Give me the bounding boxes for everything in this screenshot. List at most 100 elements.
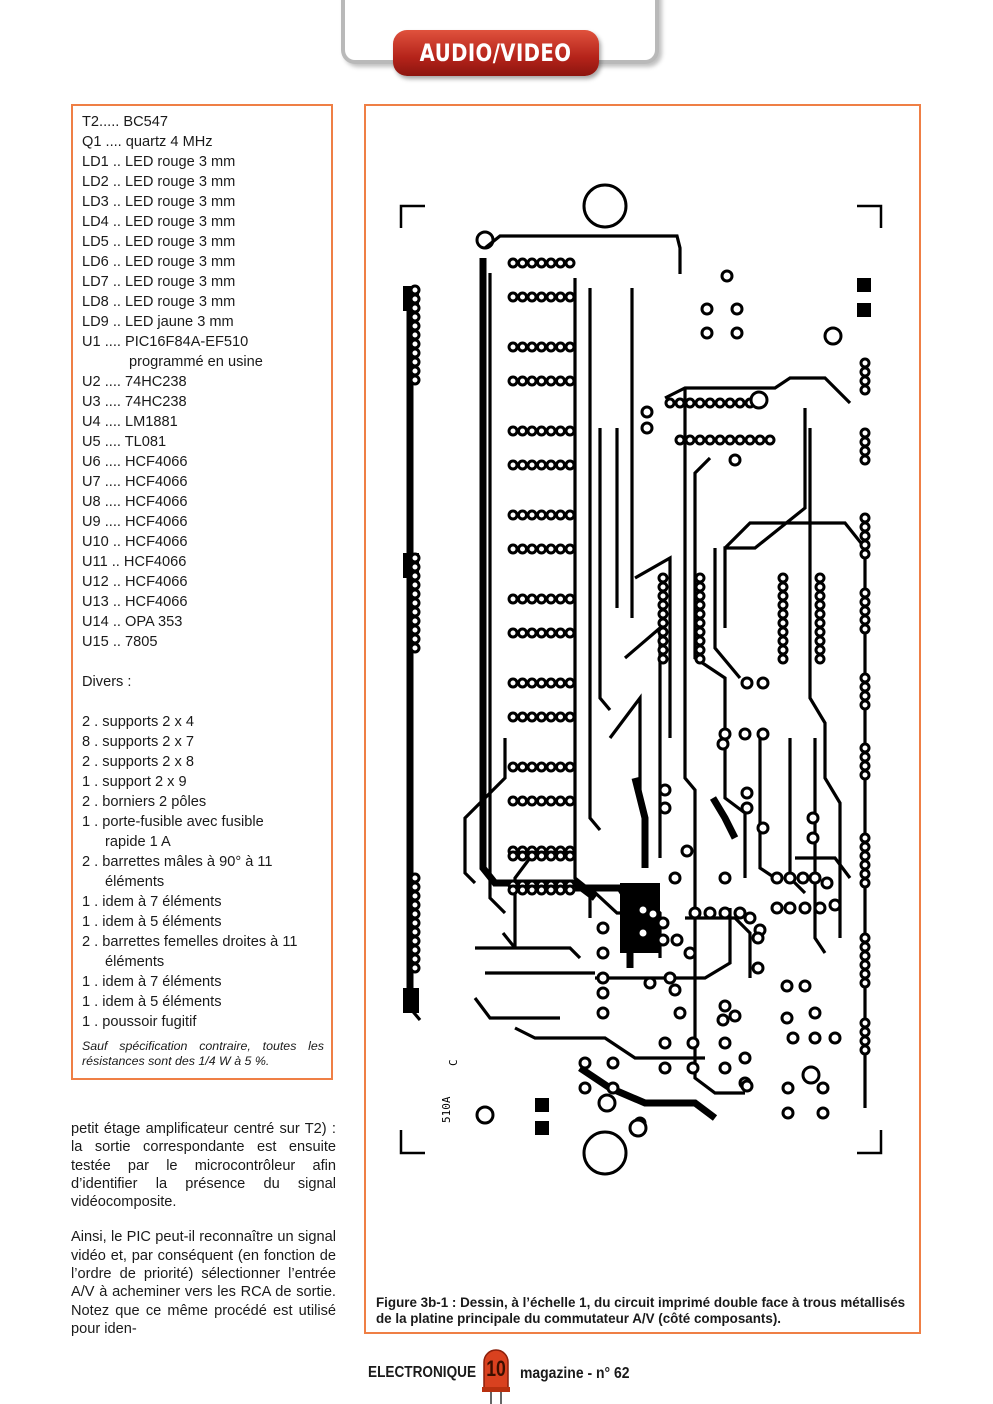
pcb-pad <box>409 633 421 645</box>
misc-item: 8 . supports 2 x 7 <box>82 734 194 750</box>
misc-item: 2 . supports 2 x 8 <box>82 754 194 770</box>
pcb-pad <box>640 421 654 435</box>
pcb-pad <box>688 906 702 920</box>
pcb-pad <box>564 627 576 639</box>
pcb-pad <box>658 783 672 797</box>
pcb-pad <box>859 1017 871 1029</box>
pcb-pad <box>738 1051 752 1065</box>
pcb-pad <box>859 521 871 533</box>
parts-item: LD4 .. LED rouge 3 mm <box>82 214 236 230</box>
pcb-pad <box>658 1036 672 1050</box>
pcb-pad <box>684 434 696 446</box>
pcb-pad <box>657 599 669 611</box>
pcb-pad <box>545 711 557 723</box>
pcb-pad <box>728 1009 742 1023</box>
pcb-pad <box>756 727 770 741</box>
pcb-pad <box>409 293 421 305</box>
pcb-pad <box>733 906 747 920</box>
pcb-pad <box>859 877 871 889</box>
pcb-pad <box>409 953 421 965</box>
pcb-pad <box>740 676 754 690</box>
pcb-pad <box>859 859 871 871</box>
pcb-pad <box>859 454 871 466</box>
pcb-pad <box>738 727 752 741</box>
pcb-pad <box>756 821 770 835</box>
parts-item: LD2 .. LED rouge 3 mm <box>82 174 236 190</box>
pcb-pad <box>409 881 421 893</box>
pcb-pad <box>409 615 421 627</box>
pcb-pad <box>754 434 766 446</box>
pcb-pad <box>517 425 528 437</box>
pcb-pad <box>796 871 810 885</box>
pcb-pad <box>724 434 736 446</box>
pcb-pad <box>596 1006 610 1020</box>
pcb-pad <box>781 1106 795 1120</box>
pcb-pad <box>656 933 670 947</box>
pcb-pad <box>517 593 528 605</box>
article-paragraph: petit étage amplificateur centré sur T2)… <box>71 1121 336 1211</box>
pcb-pad <box>694 608 706 620</box>
pcb-pad <box>859 841 871 853</box>
pcb-pad <box>578 1056 592 1070</box>
pcb-pad <box>730 302 744 316</box>
pcb-pad <box>526 593 538 605</box>
pcb-pad <box>704 397 716 409</box>
pcb-pad <box>859 832 871 844</box>
led-page-icon <box>482 1349 510 1404</box>
parts-item: U11 .. HCF4066 <box>82 554 187 570</box>
pcb-pad <box>517 627 528 639</box>
pcb-pad <box>526 291 538 303</box>
pcb-pad <box>859 614 871 626</box>
parts-item: U13 .. HCF4066 <box>82 594 188 610</box>
pcb-pad <box>507 291 519 303</box>
parts-item: U5 .... TL081 <box>82 434 167 450</box>
pcb-pad <box>694 644 706 656</box>
pcb-pad <box>744 434 756 446</box>
pcb-pad <box>545 593 557 605</box>
pcb-pad <box>714 434 726 446</box>
pcb-pad <box>564 425 576 437</box>
misc-item: 1 . porte-fusible avec fusible <box>82 814 264 830</box>
pcb-pad <box>664 397 676 409</box>
pcb-pad <box>526 761 538 773</box>
pcb-pad <box>536 627 547 639</box>
pcb-pad <box>507 884 519 896</box>
pcb-pad <box>545 677 557 689</box>
pcb-pad <box>859 959 871 971</box>
parts-item: U1 .... PIC16F84A-EF510 <box>82 334 249 350</box>
pcb-layout-drawing: 510A C <box>399 183 883 1176</box>
board-marking-2: C <box>447 1059 460 1066</box>
pcb-pad <box>700 302 714 316</box>
pcb-pad <box>770 901 784 915</box>
pcb-pad <box>859 539 871 551</box>
pcb-pad <box>859 742 871 754</box>
pcb-pad <box>555 627 566 639</box>
pcb-pad <box>536 884 547 896</box>
pcb-pad <box>859 427 871 439</box>
pcb-pad <box>657 608 669 620</box>
pcb-pad <box>507 677 519 689</box>
pcb-pad <box>777 608 789 620</box>
pcb-pad <box>536 459 547 471</box>
pcb-pad <box>770 871 784 885</box>
pcb-pad <box>555 543 566 555</box>
pcb-pad <box>545 884 557 896</box>
pcb-pad <box>517 341 528 353</box>
pcb-pad <box>656 916 670 930</box>
pcb-pad <box>517 884 528 896</box>
parts-item: LD6 .. LED rouge 3 mm <box>82 254 236 270</box>
pcb-pad <box>517 711 528 723</box>
pcb-pad <box>545 543 557 555</box>
parts-item: LD5 .. LED rouge 3 mm <box>82 234 236 250</box>
pcb-pad <box>536 711 547 723</box>
pcb-pad <box>555 593 566 605</box>
pcb-pad <box>606 1081 620 1095</box>
pcb-pad <box>564 509 576 521</box>
pcb-pad <box>409 570 421 582</box>
pcb-pad <box>517 761 528 773</box>
pcb-pad <box>643 976 657 990</box>
pcb-pad <box>806 831 820 845</box>
pcb-pad <box>628 1118 648 1138</box>
pcb-pad <box>657 635 669 647</box>
pcb-pad <box>564 291 576 303</box>
